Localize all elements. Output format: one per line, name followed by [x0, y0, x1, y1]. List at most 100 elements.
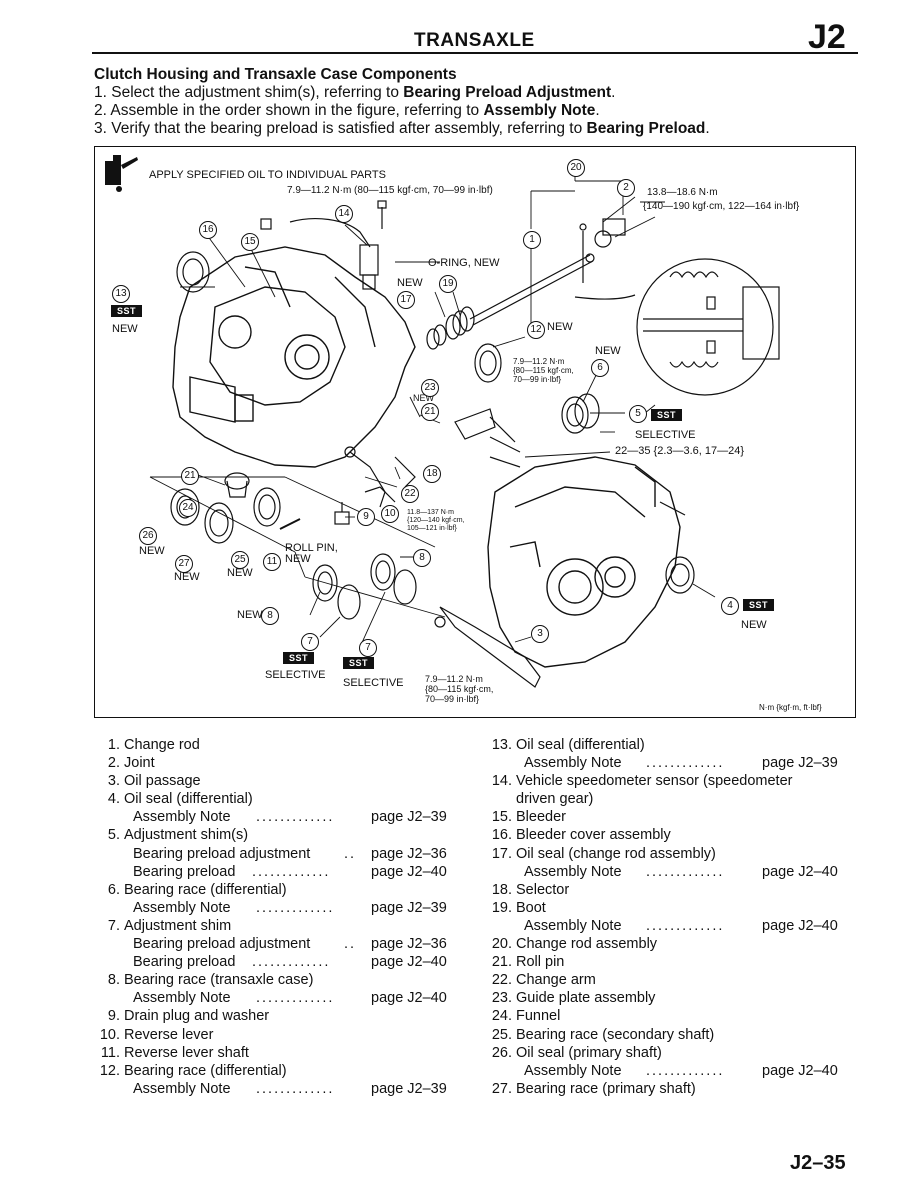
parts-list-right: 13.Oil seal (differential)Assembly Note.… [482, 736, 857, 1098]
step-1-end: . [611, 84, 616, 101]
item-name: Change rod assembly [516, 936, 658, 953]
torque-right-line2: {140—190 kgf·cm, 122—164 in·lbf} [643, 201, 800, 212]
page-reference: page J2–40 [371, 863, 447, 880]
change-arm [364, 486, 396, 503]
item-number: 7. [107, 917, 120, 934]
selector [394, 456, 416, 488]
step-2-ref: Assembly Note [483, 102, 596, 119]
callout-8a: 8 [413, 549, 431, 567]
oil-note: APPLY SPECIFIED OIL TO INDIVIDUAL PARTS [149, 169, 386, 181]
item-name: Oil seal (change rod assembly) [516, 845, 716, 862]
item-number: 4. [107, 791, 120, 808]
item-number: 9. [107, 1008, 120, 1025]
roll-pin-new: NEW [285, 553, 311, 565]
section-heading: Clutch Housing and Transaxle Case Compon… [94, 66, 457, 83]
boot-bellows [445, 306, 475, 340]
item-name: Bearing race (differential) [124, 1062, 287, 1079]
callout-16: 16 [199, 221, 217, 239]
item-reference: Assembly Note [524, 917, 622, 934]
item-number: 6. [107, 881, 120, 898]
list-item: 26.Oil seal (primary shaft) [482, 1044, 857, 1062]
oil-seal-13 [176, 251, 210, 293]
list-item: 24.Funnel [482, 1007, 857, 1025]
new-label-4: NEW [741, 619, 767, 631]
sst-badge-4: SST [743, 599, 775, 611]
list-item: 20.Change rod assembly [482, 935, 857, 953]
step-3-text: 3. Verify that the bearing preload is sa… [94, 120, 587, 137]
list-item: 2.Joint [96, 754, 466, 772]
shim-7b [393, 569, 417, 605]
step-3-ref: Bearing Preload [586, 120, 706, 137]
bearing-race-27 [204, 502, 234, 544]
bolt-b [489, 456, 521, 468]
callout-17: 17 [397, 291, 415, 309]
selective-label-7a: SELECTIVE [265, 669, 326, 681]
item-number: 21. [491, 954, 512, 971]
section-code: J2 [808, 18, 846, 56]
callout-1: 1 [523, 231, 541, 249]
leader-dots: ............. [256, 1080, 335, 1097]
list-item: 5.Adjustment shim(s) [96, 826, 466, 844]
guide-plate [454, 408, 496, 440]
item-number: 25. [491, 1026, 512, 1043]
list-item: Assembly Note.............page J2–40 [482, 917, 857, 935]
page-reference: page J2–39 [371, 1080, 447, 1097]
step-3: 3. Verify that the bearing preload is sa… [94, 120, 864, 138]
list-item: 7.Adjustment shim [96, 917, 466, 935]
torque-bottom: 7.9—11.2 N·m {80—115 kgf·cm, 70—99 in·lb… [425, 674, 494, 704]
leader-dots: ............. [256, 809, 335, 826]
bolt-a [489, 436, 521, 453]
torque-lever-small: 11.8—137 N·m {120—140 kgf·cm, 105—121 in… [407, 509, 465, 532]
callout-18: 18 [423, 465, 441, 483]
item-name: Oil seal (primary shaft) [516, 1044, 662, 1061]
list-item: 8.Bearing race (transaxle case) [96, 971, 466, 989]
page-reference: page J2–39 [762, 755, 838, 772]
leader-dots: ............. [256, 899, 335, 916]
list-item: 25.Bearing race (secondary shaft) [482, 1026, 857, 1044]
clutch-housing [172, 246, 416, 468]
item-name: Bearing race (primary shaft) [516, 1080, 696, 1097]
item-name: Boot [516, 899, 546, 916]
item-name: Bearing race (transaxle case) [124, 972, 314, 989]
torque-top: 7.9—11.2 N·m (80—115 kgf·cm, 70—99 in·lb… [287, 185, 493, 196]
list-item: Assembly Note.............page J2–39 [96, 899, 466, 917]
item-name: Reverse lever shaft [124, 1044, 249, 1061]
step-2-text: 2. Assemble in the order shown in the fi… [94, 102, 484, 119]
item-reference: Assembly Note [524, 1062, 622, 1079]
diagram-drawing [105, 155, 780, 688]
bolt-top [377, 200, 387, 229]
page-number: J2–35 [790, 1152, 846, 1174]
item-name: Oil passage [124, 773, 201, 790]
callout-6: 6 [591, 359, 609, 377]
leader-dots: ............. [646, 1062, 725, 1079]
item-number: 17. [491, 845, 512, 862]
item-number: 3. [107, 773, 120, 790]
roll-pin [279, 518, 301, 530]
item-number: 16. [491, 827, 512, 844]
item-name: Reverse lever [124, 1026, 214, 1043]
item-reference: Bearing preload [133, 954, 236, 971]
list-item: 3.Oil passage [96, 772, 466, 790]
callout-27: 27 [175, 555, 193, 573]
item-reference: Assembly Note [524, 863, 622, 880]
item-number: 26. [491, 1044, 512, 1061]
item-number: 8. [107, 972, 120, 989]
header-divider [92, 52, 858, 54]
speedometer-sensor [260, 217, 379, 290]
callout-23: 23 [421, 379, 439, 397]
list-item: 10.Reverse lever [96, 1026, 466, 1044]
leader-dots: ............. [256, 990, 335, 1007]
callout-10: 10 [381, 505, 399, 523]
item-name: Adjustment shim(s) [124, 827, 249, 844]
list-item: 21.Roll pin [482, 953, 857, 971]
torque-right-line1: 13.8—18.6 N·m [647, 187, 718, 198]
list-item: 14.Vehicle speedometer sensor (speedomet… [482, 772, 857, 790]
item-name: Oil seal (differential) [516, 737, 645, 753]
units-note: N·m {kgf·m, ft·lbf} [759, 703, 822, 712]
sst-badge-7a: SST [283, 652, 315, 664]
list-item: Assembly Note.............page J2–40 [482, 863, 857, 881]
list-item: 27.Bearing race (primary shaft) [482, 1080, 857, 1098]
list-item: 19.Boot [482, 899, 857, 917]
item-number: 14. [491, 773, 512, 790]
bearing-race-25 [253, 487, 281, 527]
